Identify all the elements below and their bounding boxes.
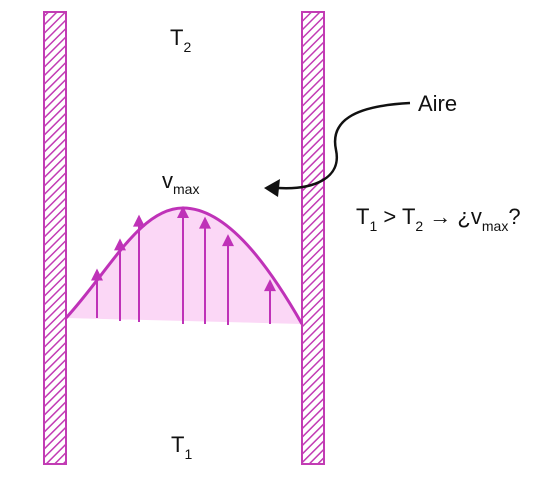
velocity-arrowhead	[264, 279, 276, 292]
velocity-arrowhead	[114, 238, 126, 251]
velocity-arrows	[91, 206, 276, 325]
aire-pointer-arrow	[277, 101, 411, 190]
label-t2: T2	[170, 25, 191, 55]
label-t1: T1	[171, 432, 192, 462]
right-wall	[301, 11, 325, 465]
velocity-arrowhead	[177, 206, 189, 218]
label-vmax: vmax	[162, 168, 199, 197]
velocity-arrowhead	[133, 214, 145, 227]
left-wall	[43, 11, 67, 465]
velocity-arrowhead	[199, 216, 211, 229]
velocity-arrowhead	[222, 234, 234, 247]
aire-pointer-arrowhead	[264, 179, 280, 197]
question-text: T1 > T2 → ¿vmax?	[356, 204, 521, 234]
label-aire: Aire	[418, 91, 457, 116]
velocity-arrowhead	[91, 268, 103, 281]
